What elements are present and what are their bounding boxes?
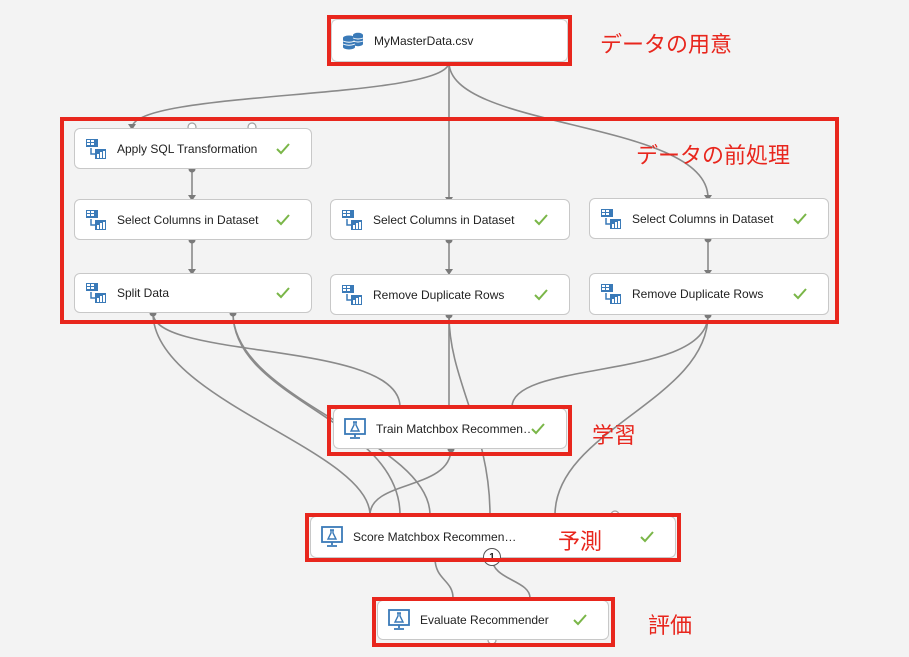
highlight-box-prediction [305,513,681,562]
module-icon [86,138,106,159]
database-icon [342,32,364,49]
highlight-box-evaluation [372,597,615,647]
dataset-label: MyMasterData.csv [374,33,474,48]
wire [554,314,709,516]
flask-monitor-icon [344,417,366,439]
check-icon [573,614,587,626]
flask-monitor-icon [388,609,410,630]
wire [131,61,450,129]
wire [448,61,709,199]
wire [491,557,531,599]
train-label: Train Matchbox Recommen… [376,421,530,436]
module-icon [342,209,362,230]
remove-duplicates-label: Remove Duplicate Rows [632,287,764,301]
dataset-node[interactable]: MyMasterData.csv [331,19,568,62]
select-columns-node-1[interactable]: Select Columns in Dataset [74,199,312,240]
annotation-prediction: 予測 [558,530,603,555]
wire [152,312,371,516]
apply-sql-node[interactable]: Apply SQL Transformation [74,128,312,169]
evaluate-node[interactable]: Evaluate Recommender [377,600,609,640]
arrow-head [188,195,196,201]
module-icon [86,209,106,230]
highlight-box-data-prep [327,15,572,66]
score-label: Score Matchbox Recommen… [353,530,517,544]
check-icon [276,287,290,299]
remove-duplicates-label: Remove Duplicate Rows [373,287,505,302]
check-icon [640,531,654,543]
arrow-head [445,269,453,275]
module-icon [86,283,106,303]
apply-sql-label: Apply SQL Transformation [117,141,258,156]
highlight-box-training [327,405,572,456]
annotation-data-prep: データの用意 [600,33,733,58]
arrow-head [128,124,136,130]
annotation-training: 学習 [592,424,637,449]
wire [434,557,454,599]
split-data-node[interactable]: Split Data [74,273,312,313]
select-columns-label: Select Columns in Dataset [373,212,515,227]
annotation-preprocess: データの前処理 [636,144,791,169]
train-node[interactable]: Train Matchbox Recommen… [333,408,567,449]
highlight-box-preprocess [60,117,839,324]
remove-duplicates-node-1[interactable]: Remove Duplicate Rows [330,274,570,315]
select-columns-label: Select Columns in Dataset [632,211,774,226]
wire [152,312,401,408]
select-columns-node-3[interactable]: Select Columns in Dataset [589,198,829,239]
check-icon [534,213,548,225]
module-icon [601,208,621,229]
wire [369,448,452,516]
select-columns-node-2[interactable]: Select Columns in Dataset [330,199,570,240]
module-icon [601,284,621,304]
wire [511,314,709,408]
check-icon [534,288,548,300]
evaluate-label: Evaluate Recommender [420,613,549,627]
flask-monitor-icon [321,526,343,547]
select-columns-label: Select Columns in Dataset [117,212,259,227]
arrow-head [188,269,196,275]
wire [232,312,431,516]
remove-duplicates-node-2[interactable]: Remove Duplicate Rows [589,273,829,315]
check-icon [793,212,807,224]
check-icon [531,422,545,434]
wire [232,312,401,516]
check-icon [276,142,290,154]
module-icon [342,284,362,305]
split-data-label: Split Data [117,286,170,300]
check-icon [793,288,807,300]
check-icon [276,213,290,225]
annotation-evaluation: 評価 [648,614,693,639]
